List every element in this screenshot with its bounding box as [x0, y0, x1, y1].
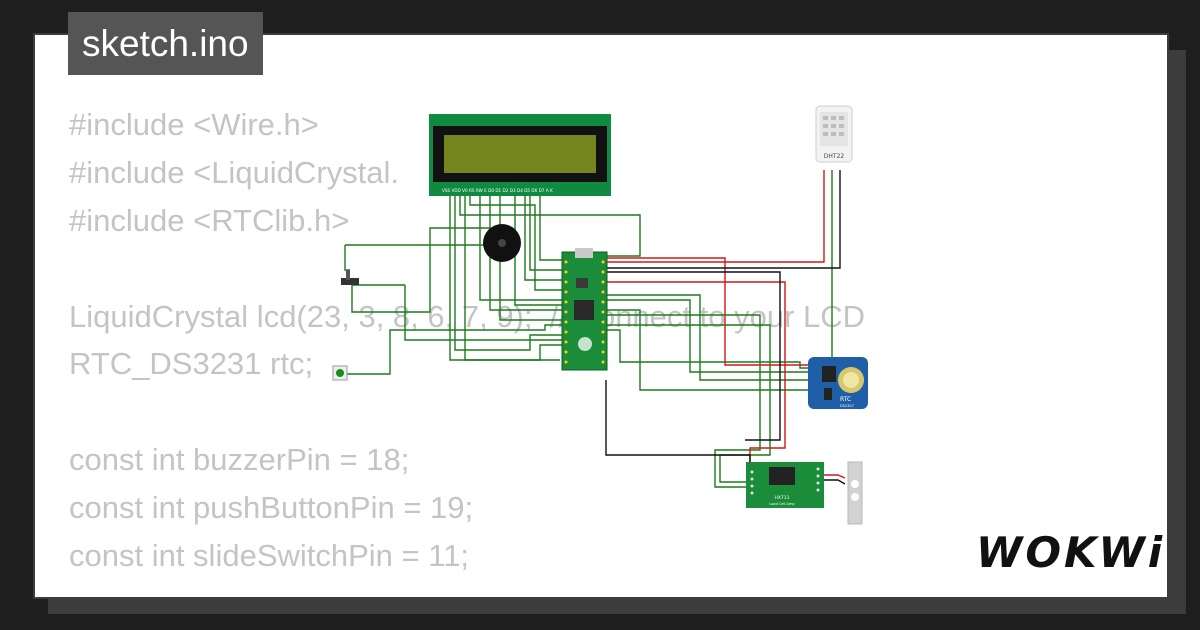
- push-button[interactable]: [332, 365, 348, 381]
- code-line: #include <RTClib.h>: [69, 202, 350, 238]
- code-preview: #include <Wire.h> #include <LiquidCrystal…: [69, 101, 865, 580]
- code-line: RTC_DS3231 rtc;: [69, 346, 314, 382]
- code-line: const int buzzerPin = 18;: [69, 442, 410, 478]
- dht22-sensor[interactable]: DHT22: [815, 105, 853, 163]
- dht-label: DHT22: [824, 153, 845, 160]
- load-cell[interactable]: [847, 461, 863, 525]
- lcd-pin-labels: VSS VDD V0 RS RW E D0 D1 D2 D3 D4 D5 D6 …: [442, 188, 553, 193]
- rtc-label: RTC: [840, 396, 851, 403]
- code-line: const int pushButtonPin = 19;: [69, 490, 474, 526]
- red-wires: [606, 170, 846, 479]
- hx711-sublabel: Load Cell Amp: [769, 502, 795, 506]
- green-wires: [344, 170, 833, 488]
- slide-switch[interactable]: [341, 270, 359, 285]
- rtc-sublabel: DS1307: [840, 404, 854, 408]
- raspberry-pi-pico[interactable]: [561, 248, 608, 371]
- rtc-module[interactable]: RTC DS1307: [808, 357, 868, 409]
- hx711-module[interactable]: HX711 Load Cell Amp: [746, 462, 824, 508]
- code-line: const int slideSwitchPin = 11;: [69, 538, 470, 574]
- code-line: LiquidCrystal lcd(23, 3, 8, 6, 7, 9); //…: [69, 298, 866, 334]
- wokwi-logo: WOKWi: [976, 528, 1166, 577]
- hx711-label: HX711: [774, 495, 789, 501]
- code-line: #include <Wire.h>: [69, 107, 319, 142]
- buzzer[interactable]: [483, 224, 521, 262]
- file-tab[interactable]: sketch.ino: [68, 12, 263, 75]
- code-line: #include <LiquidCrystal.: [69, 154, 399, 190]
- lcd-display[interactable]: VSS VDD V0 RS RW E D0 D1 D2 D3 D4 D5 D6 …: [429, 114, 611, 196]
